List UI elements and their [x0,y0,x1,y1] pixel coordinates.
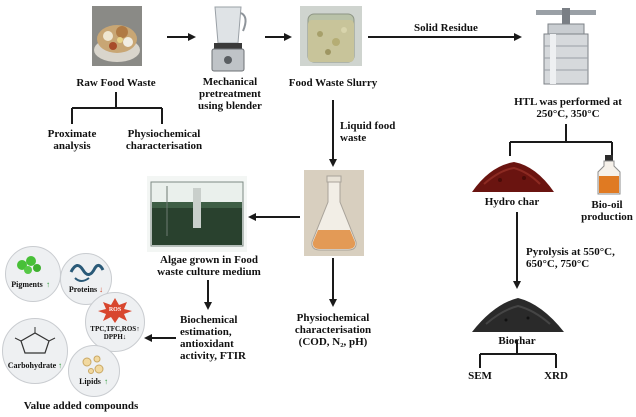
liquid-food-waste-label: Liquid food waste [340,120,396,144]
algae-growth-label: Algae grown in Food waste culture medium [157,254,261,278]
food-waste-slurry-label: Food Waste Slurry [288,77,378,89]
algae-tank-image [147,176,247,252]
pigment-cells-icon [17,256,41,274]
bio-oil-production-label: Bio-oil production [581,199,633,223]
blender-image [203,3,253,73]
carbohydrate-label: Carbohydrate [7,361,57,370]
pigments-up-arrow: ↑ [46,280,50,289]
bio-oil-bottle-image [597,155,621,195]
xrd-label: XRD [544,370,568,382]
carbohydrate-up-arrow: ↑ [58,361,62,370]
biochar-image [472,298,564,332]
htl-label: HTL was performed at 250°C, 350°C [514,96,622,120]
lipids-bubble: Lipids ↑ [68,345,120,397]
liquid-waste-flask-image [304,170,364,256]
ros-burst-icon [98,298,132,323]
htl-reactor-image [528,6,604,92]
lipids-label: Lipids [79,377,101,386]
protein-strand-icon [69,263,105,282]
biochar-label: Biochar [498,335,536,347]
pyrolysis-label: Pyrolysis at 550°C, 650°C, 750°C [526,246,615,270]
raw-food-waste-image [92,6,142,66]
pigments-label: Pigments [11,280,43,289]
proximate-analysis-label: Proximate analysis [47,128,97,152]
raw-food-waste-label: Raw Food Waste [76,77,156,89]
lipids-up-arrow: ↑ [104,377,108,386]
biochemical-estimation-label: Biochemical estimation, antioxidant acti… [180,314,246,362]
solid-residue-label: Solid Residue [414,22,478,34]
hydro-char-image [472,162,554,192]
value-added-compounds-label: Value added compounds [23,400,139,412]
proteins-down-arrow: ↓ [99,285,103,294]
proteins-label: Proteins [68,285,98,294]
physiochemical-characterisation-label: Physiochemical characterisation [125,128,203,152]
antioxidant-label: TPC,TFC,ROS↑ DPPH↓ [90,325,140,341]
carbohydrate-ring-icon [14,327,56,354]
food-waste-slurry-image [300,6,362,66]
antioxidant-bubble: ROS TPC,TFC,ROS↑ DPPH↓ [85,292,145,352]
branch-biochar-analysis [479,340,557,368]
pigments-bubble: Pigments ↑ [5,246,61,302]
ros-badge-label: ROS [108,307,122,313]
branch-htl-products [509,124,613,156]
carbohydrate-bubble: Carbohydrate ↑ [2,318,68,384]
mechanical-pretreatment-label: Mechanical pretreatment using blender [198,76,262,112]
lipid-droplets-icon [82,355,104,374]
physiochemical-cod-label: Physiochemical characterisation (COD, N₂… [294,312,372,348]
branch-raw-analysis [71,92,163,124]
sem-label: SEM [468,370,492,382]
hydro-char-label: Hydro char [484,196,540,208]
